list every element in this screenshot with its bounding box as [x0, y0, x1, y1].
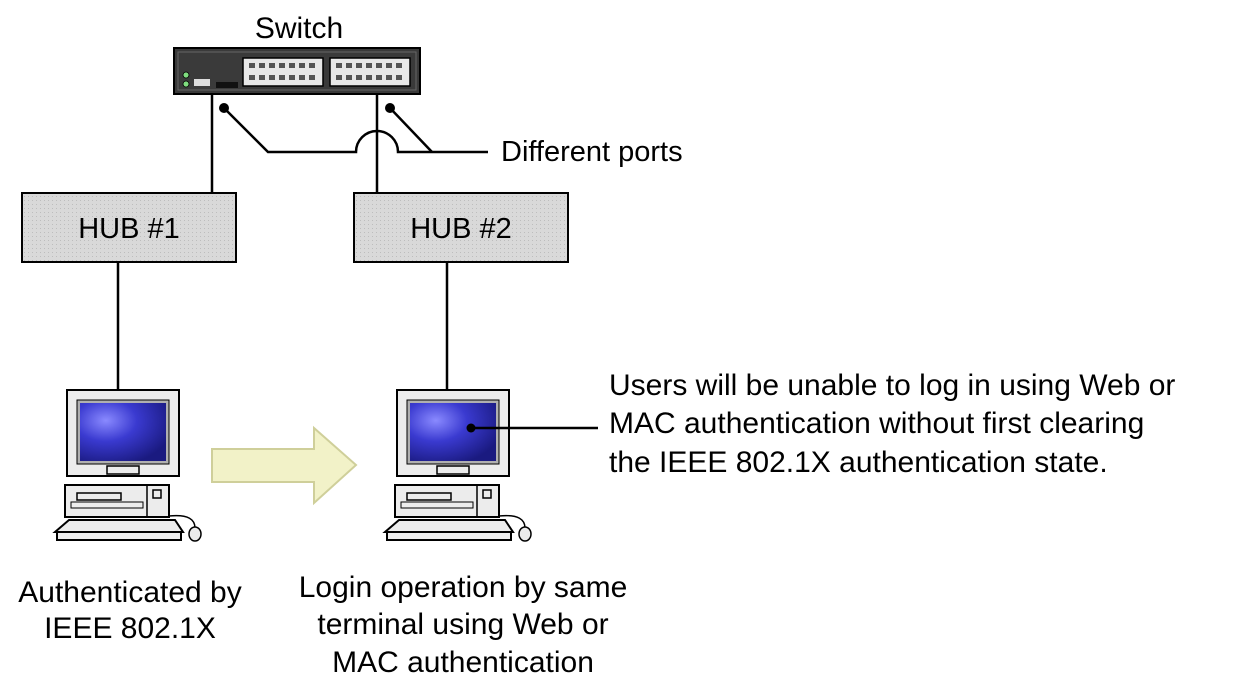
hub-2-label: HUB #2	[410, 213, 512, 245]
different-ports-callout	[219, 103, 488, 154]
port-block-2	[329, 57, 411, 87]
svg-text:Login operation by same: Login operation by same	[299, 571, 628, 604]
switch-device	[173, 47, 421, 95]
svg-text:the IEEE 802.1X authentication: the IEEE 802.1X authentication state.	[609, 446, 1108, 479]
note-text: Users will be unable to log in using Web…	[609, 369, 1175, 479]
terminal-left-icon	[52, 389, 202, 542]
hub-1: HUB #1	[21, 192, 237, 263]
transition-arrow-icon	[211, 425, 358, 506]
terminal-right-caption: Login operation by same terminal using W…	[299, 571, 628, 679]
different-ports-label: Different ports	[501, 136, 683, 168]
svg-text:terminal using Web or: terminal using Web or	[317, 608, 608, 641]
status-led-icon	[182, 80, 190, 88]
hub-2: HUB #2	[353, 192, 569, 263]
svg-text:Users will be unable to log in: Users will be unable to log in using Web…	[609, 369, 1175, 402]
hub-1-label: HUB #1	[78, 213, 180, 245]
svg-text:MAC authentication: MAC authentication	[332, 646, 594, 679]
svg-text:Authenticated by: Authenticated by	[18, 576, 242, 609]
terminal-left-caption: Authenticated by IEEE 802.1X	[18, 576, 242, 645]
status-led-icon	[182, 71, 190, 79]
svg-text:IEEE 802.1X: IEEE 802.1X	[44, 612, 216, 645]
port-block-1	[242, 57, 324, 87]
svg-text:MAC authentication without fir: MAC authentication without first clearin…	[609, 407, 1144, 440]
switch-label: Switch	[255, 12, 343, 45]
terminal-right-icon	[382, 389, 532, 542]
